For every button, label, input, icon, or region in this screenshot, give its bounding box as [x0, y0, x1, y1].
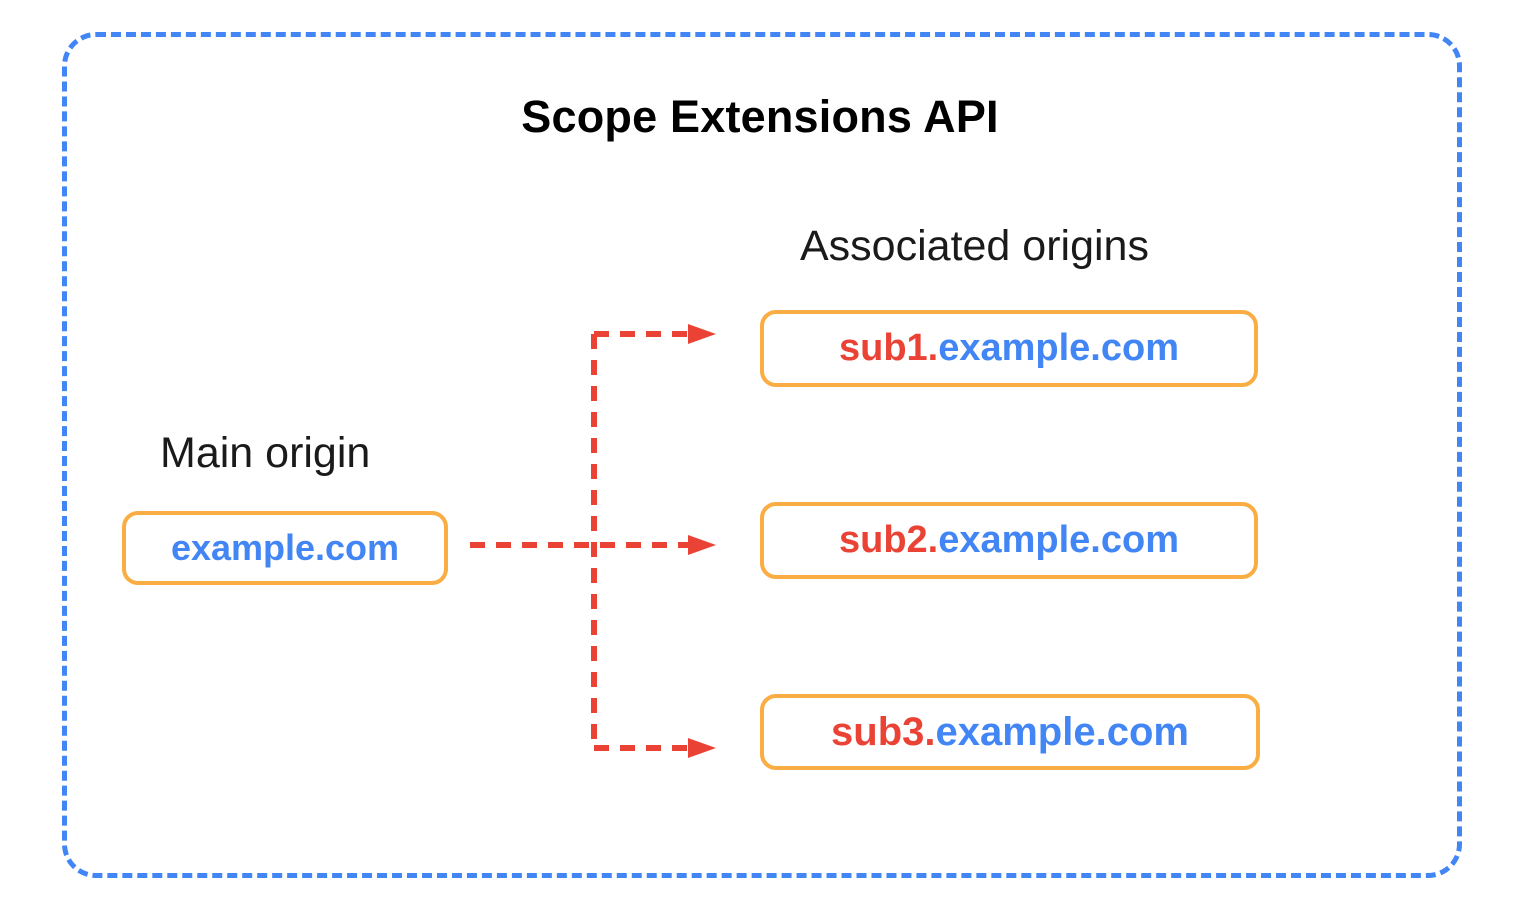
associated-origin-3-subdomain-text: sub3.: [831, 709, 936, 754]
associated-origin-box-3[interactable]: sub3.example.com: [760, 694, 1260, 770]
associated-origin-box-2[interactable]: sub2.example.com: [760, 502, 1258, 579]
associated-origin-2-domain-text: example.com: [938, 519, 1180, 561]
main-origin-box[interactable]: example.com: [122, 511, 448, 585]
main-origin-domain-text: example.com: [170, 527, 400, 568]
main-origin-label: Main origin: [160, 429, 371, 477]
scope-extensions-frame: [62, 32, 1462, 878]
page-title: Scope Extensions API: [521, 91, 999, 142]
associated-origin-3-domain-text: example.com: [935, 709, 1189, 754]
associated-origin-1-subdomain-text: sub1.: [838, 327, 939, 369]
associated-origin-1-domain-text: example.com: [938, 327, 1180, 369]
associated-origins-label: Associated origins: [800, 222, 1149, 270]
associated-origin-2-subdomain-text: sub2.: [838, 519, 939, 561]
associated-origin-box-1[interactable]: sub1.example.com: [760, 310, 1258, 387]
